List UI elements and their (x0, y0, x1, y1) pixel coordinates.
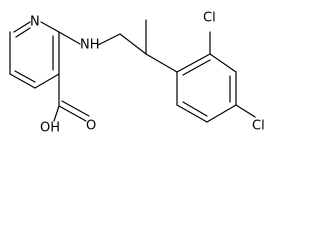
bond-c4-c5 (9, 73, 36, 89)
carbonyl-oxygen-label: O (86, 119, 96, 134)
double-bond-c6-n1 (15, 27, 31, 38)
bond-c-o-carbonyl (58, 105, 87, 122)
bond-ar4-ar5 (206, 104, 237, 123)
bond-ch-aryl (145, 53, 178, 73)
double-bond-ar1-ar2 (182, 59, 211, 76)
bond-ar5-ar6 (176, 104, 208, 123)
double-bond-ar5-ar6 (182, 101, 208, 117)
double-bond-c-o-carbonyl (61, 100, 90, 117)
dichlorophenyl-ring (176, 53, 237, 123)
chloro-ortho-label: Cl (203, 11, 216, 26)
chloro-para-label: Cl (252, 119, 265, 134)
pyridine-ring (9, 21, 60, 89)
bond-c6-n1 (13, 21, 31, 33)
nitrogen-label: N (30, 15, 40, 30)
bond-c-oh (53, 105, 60, 122)
hydroxyl-label: OH (40, 121, 60, 136)
double-bond-c4-c5 (14, 70, 36, 83)
bond-nh-ch (97, 33, 121, 46)
bond-ar1-ar2 (176, 53, 211, 73)
bond-n1-c2 (40, 21, 60, 33)
bond-c3-c4 (34, 73, 60, 89)
amine-label: NH (80, 38, 100, 53)
bond-ar4-cl (235, 104, 256, 118)
bond-ar2-ar3 (209, 53, 237, 73)
bond-c2-nh (58, 31, 81, 45)
molecule-structure: N NH OH O Cl Cl (9, 11, 265, 136)
bond-n-ch-link (119, 33, 147, 55)
